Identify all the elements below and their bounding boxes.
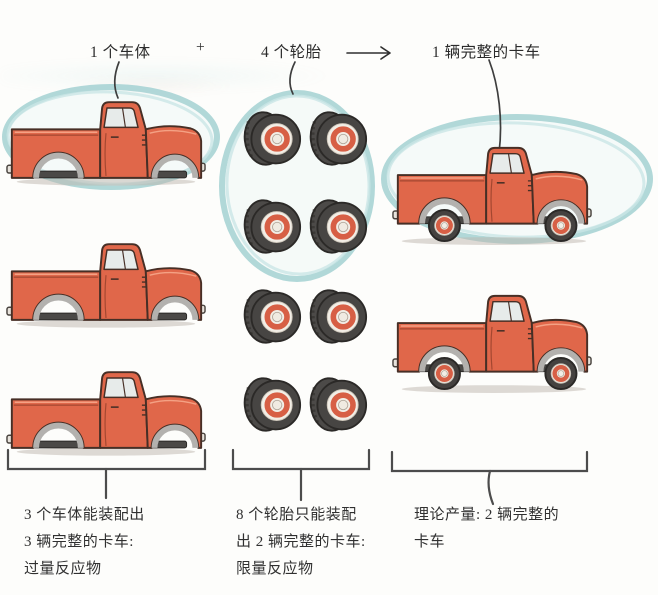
caption-line: 卡车 xyxy=(414,534,446,550)
tire-icon xyxy=(308,286,368,348)
tire-icon xyxy=(242,286,302,348)
caption-excess-reactant: 3 个车体能装配出 3 辆完整的卡车: 过量反应物 xyxy=(24,502,145,583)
caption-line: 出 2 辆完整的卡车: xyxy=(236,534,366,550)
caption-line: 理论产量: 2 辆完整的 xyxy=(414,507,560,523)
plus-sign: + xyxy=(196,39,206,56)
truck-body-illustration xyxy=(6,94,206,186)
leader-lines xyxy=(113,59,502,154)
caption-line: 限量反应物 xyxy=(236,561,314,577)
tire-icon xyxy=(242,374,302,436)
complete-truck-illustration xyxy=(392,288,592,393)
brackets xyxy=(6,448,589,506)
reactant1-label: 1 个车体 xyxy=(90,44,151,61)
tire-icon xyxy=(308,108,368,170)
reactant2-label: 4 个轮胎 xyxy=(261,44,322,61)
caption-line: 过量反应物 xyxy=(24,561,102,577)
caption-theoretical-yield: 理论产量: 2 辆完整的 卡车 xyxy=(414,502,559,556)
product-label: 1 辆完整的卡车 xyxy=(432,44,541,61)
tire-icon xyxy=(308,196,368,258)
tire-icon xyxy=(308,374,368,436)
tire-icon xyxy=(242,196,302,258)
tire-icon xyxy=(242,108,302,170)
truck-body-illustration xyxy=(6,364,206,456)
caption-line: 3 辆完整的卡车: xyxy=(24,534,134,550)
bracket-tires xyxy=(231,448,371,471)
truck-body-illustration xyxy=(6,236,206,328)
caption-line: 3 个车体能装配出 xyxy=(24,507,145,523)
caption-line: 8 个轮胎只能装配 xyxy=(236,507,357,523)
bracket-yield xyxy=(390,450,589,473)
reaction-arrow-icon xyxy=(346,46,391,60)
bracket-bodies xyxy=(6,448,207,471)
caption-limiting-reactant: 8 个轮胎只能装配 出 2 辆完整的卡车: 限量反应物 xyxy=(236,502,366,583)
complete-truck-illustration xyxy=(392,140,592,245)
